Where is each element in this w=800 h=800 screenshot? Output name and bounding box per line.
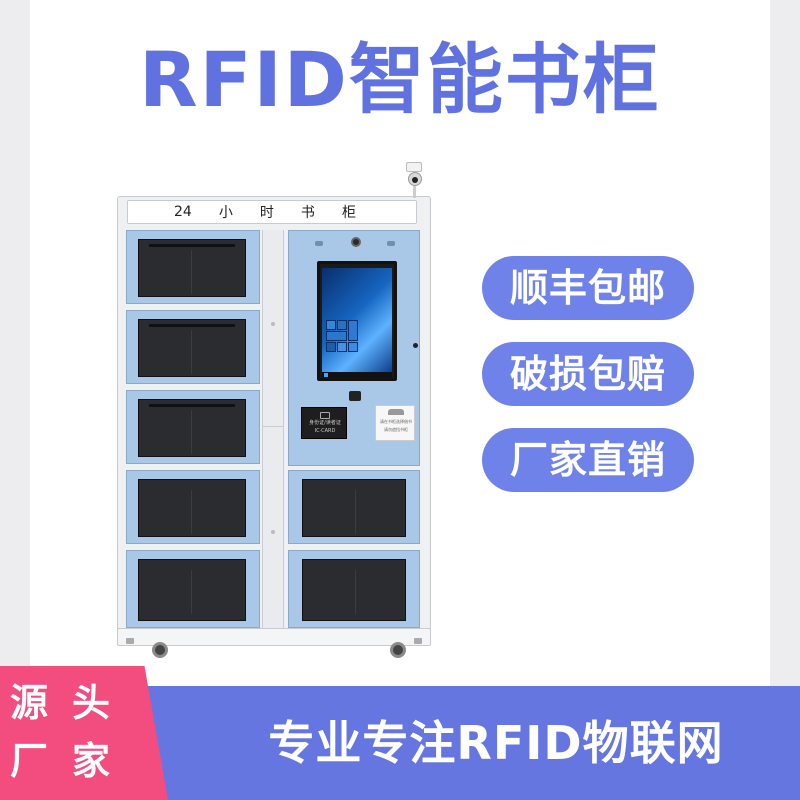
book-compartment <box>288 550 420 628</box>
book-compartment <box>126 470 260 544</box>
left-border <box>0 0 30 686</box>
caster-wheel-icon <box>390 642 406 658</box>
start-icon <box>324 373 328 377</box>
card-reader-sublabel: IC·CARD <box>314 428 336 434</box>
taskbar <box>322 372 392 378</box>
card-reader: 身份证/读者证 IC·CARD <box>301 407 347 439</box>
source-factory-badge <box>0 666 168 800</box>
book-compartment <box>126 390 260 464</box>
badge-line-1: 源头 <box>10 681 135 725</box>
feature-pill-free-shipping: 顺丰包邮 <box>482 256 694 320</box>
right-border <box>770 0 800 686</box>
camera-icon <box>404 162 424 198</box>
cabinet-base <box>117 628 431 646</box>
camera-lens-icon <box>351 237 361 247</box>
notice-line: 请在书柜选择借书 <box>380 419 412 424</box>
panel-button <box>413 343 418 348</box>
cabinet-header-char: 小 <box>218 205 233 221</box>
feature-pill-damage-guarantee: 破损包赔 <box>482 342 694 406</box>
cabinet-header-char: 柜 <box>341 205 356 221</box>
right-compartment-column <box>288 470 420 628</box>
notice-line: 请勿遮挡书柜 <box>384 427 408 432</box>
cabinet-header-char: 时 <box>259 205 274 221</box>
scanner-icon <box>349 391 361 401</box>
page-title: RFID智能书柜 <box>139 35 661 124</box>
book-compartment <box>288 470 420 544</box>
control-panel: 身份证/读者证 IC·CARD 请在书柜选择借书 请勿遮挡书柜 <box>288 230 420 466</box>
cabinet-header-sign: 24 小 时 书 柜 <box>127 200 417 224</box>
book-compartment <box>126 310 260 384</box>
notice-card: 请在书柜选择借书 请勿遮挡书柜 <box>375 405 415 441</box>
left-compartment-column <box>126 230 260 628</box>
cabinet-header-char: 书 <box>300 205 315 221</box>
card-reader-label: 身份证/读者证 <box>309 420 341 426</box>
cabinet-divider <box>262 230 284 628</box>
touch-screen <box>317 261 397 381</box>
footer-slogan: 专业专注RFID物联网 <box>268 716 724 770</box>
cabinet-foot <box>414 638 422 644</box>
windows-desktop <box>322 268 392 372</box>
caster-wheel-icon <box>152 642 168 658</box>
book-compartment <box>126 550 260 628</box>
badge-line-2: 厂家 <box>10 739 135 783</box>
cabinet-foot <box>126 638 134 644</box>
book-compartment <box>126 230 260 304</box>
card-icon <box>320 412 330 419</box>
notice-icon <box>388 409 404 415</box>
cabinet-header-char: 24 <box>174 204 192 220</box>
feature-pill-factory-direct: 厂家直销 <box>482 428 694 492</box>
